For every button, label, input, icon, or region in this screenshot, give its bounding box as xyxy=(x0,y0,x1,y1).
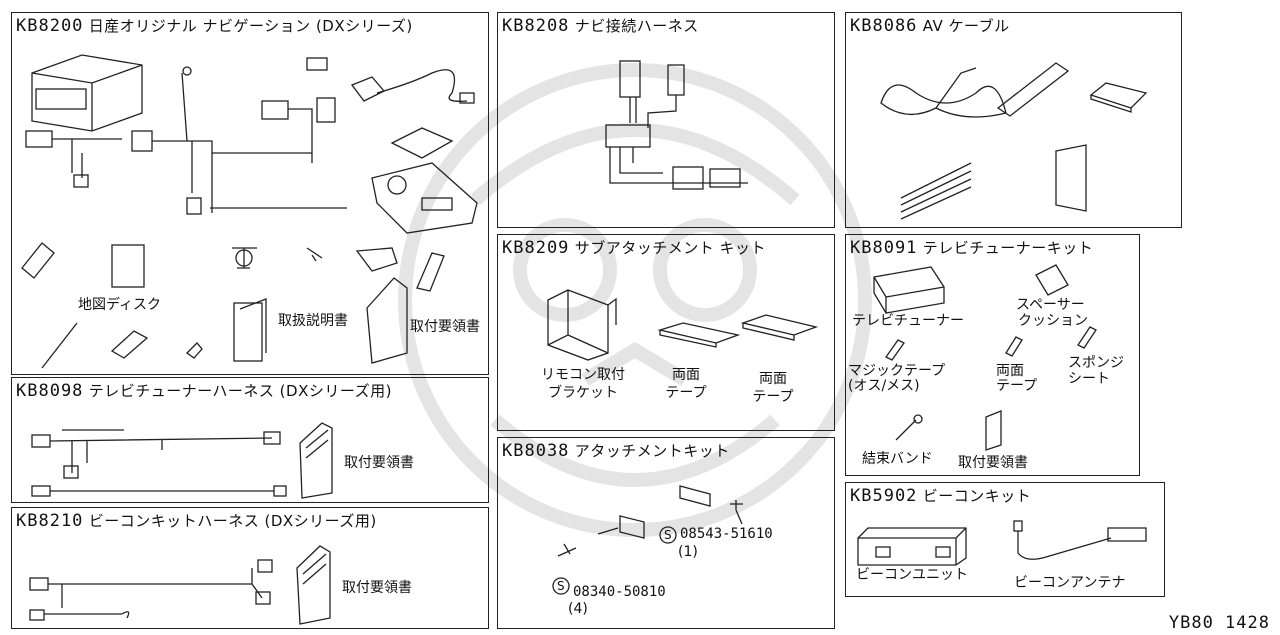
panel-title: KB8200 日産オリジナル ナビゲーション (DXシリーズ) xyxy=(16,15,413,36)
tv-tuner-label: テレビチューナー xyxy=(852,313,964,329)
cable-tie-label: 結束バンド xyxy=(862,451,933,467)
part-name: サブアタッチメント キット xyxy=(574,239,766,257)
spacer-label-2: クッション xyxy=(1018,313,1088,329)
panel-kb8091: KB8091 テレビチューナーキット テレビチューナー スペーサー クッション … xyxy=(845,234,1140,476)
kb8038-illustration xyxy=(552,485,743,595)
kb8098-illustration xyxy=(31,422,333,499)
qty-1: (1) xyxy=(678,544,698,560)
part-code: KB8200 xyxy=(16,16,84,36)
part-name: ビーコンキット xyxy=(922,487,1032,505)
panel-kb8038: KB8038 アタッチメントキット S 08543-51610 (1) S 08… xyxy=(497,437,835,629)
part-name: アタッチメントキット xyxy=(574,442,730,460)
part-code: KB8208 xyxy=(502,16,570,36)
part-code: KB8086 xyxy=(850,16,918,36)
part-name: テレビチューナーキット xyxy=(922,239,1094,257)
panel-title: KB8098 テレビチューナーハーネス (DXシリーズ用) xyxy=(16,380,392,401)
install-guide-label: 取付要領書 xyxy=(958,455,1028,471)
diagram-id: YB80 1428 xyxy=(1168,613,1270,633)
part-number-2: 08340-50810 xyxy=(573,584,666,600)
panel-title: KB8038 アタッチメントキット xyxy=(502,440,730,461)
sponge-label-1: スポンジ xyxy=(1068,355,1124,371)
part-code: KB8098 xyxy=(16,381,84,401)
qty-2: (4) xyxy=(568,601,588,617)
sponge-label-2: シート xyxy=(1068,371,1110,387)
install-guide-label: 取付要領書 xyxy=(342,580,412,596)
panel-kb8208: KB8208 ナビ接続ハーネス xyxy=(497,12,835,228)
install-guide-label: 取付要領書 xyxy=(344,455,414,471)
part-code: KB8209 xyxy=(502,238,570,258)
map-disc-label: 地図ディスク xyxy=(78,297,162,313)
magic-tape-label-2: (オス/メス) xyxy=(848,378,920,394)
panel-kb8209: KB8209 サブアタッチメント キット リモコン取付 ブラケット 両面 テープ… xyxy=(497,234,835,431)
kb8208-illustration xyxy=(605,60,748,190)
panel-title: KB8086 AV ケーブル xyxy=(850,15,1010,36)
tape-label-2: テープ xyxy=(996,378,1038,394)
magic-tape-label-1: マジックテープ xyxy=(848,363,946,379)
panel-title: KB5902 ビーコンキット xyxy=(850,485,1031,506)
tape-label-1a: 両面 xyxy=(672,367,700,383)
part-code: KB8210 xyxy=(16,511,84,531)
spacer-label-1: スペーサー xyxy=(1016,297,1085,313)
panel-kb8086: KB8086 AV ケーブル xyxy=(845,12,1182,228)
panel-kb8210: KB8210 ビーコンキットハーネス (DXシリーズ用) 取付要領書 xyxy=(11,507,489,629)
kb8210-illustration xyxy=(29,545,331,625)
tape-label-1b: テープ xyxy=(665,385,707,401)
beacon-antenna-label: ビーコンアンテナ xyxy=(1014,575,1126,591)
bracket-label-2: ブラケット xyxy=(548,385,618,401)
part-code: KB5902 xyxy=(850,486,918,506)
panel-title: KB8209 サブアタッチメント キット xyxy=(502,237,766,258)
panel-kb8098: KB8098 テレビチューナーハーネス (DXシリーズ用) 取付要領書 xyxy=(11,377,489,503)
tape-label-2b: テープ xyxy=(752,389,794,405)
panel-kb5902: KB5902 ビーコンキット ビーコンユニット ビーコンアンテナ xyxy=(845,482,1165,597)
part-name: AV ケーブル xyxy=(922,17,1010,35)
kb8200-illustration xyxy=(21,54,478,369)
part-number-1: 08543-51610 xyxy=(680,526,773,542)
part-name: ビーコンキットハーネス (DXシリーズ用) xyxy=(88,512,377,530)
s-mark: S xyxy=(664,528,672,542)
part-code: KB8091 xyxy=(850,238,918,258)
part-code: KB8038 xyxy=(502,441,570,461)
panel-kb8200: KB8200 日産オリジナル ナビゲーション (DXシリーズ) xyxy=(11,12,489,375)
tape-label-1: 両面 xyxy=(996,363,1024,379)
part-name: 日産オリジナル ナビゲーション (DXシリーズ) xyxy=(88,17,413,35)
part-name: テレビチューナーハーネス (DXシリーズ用) xyxy=(88,382,392,400)
tape-label-2a: 両面 xyxy=(759,371,787,387)
manual-label: 取扱説明書 xyxy=(278,313,348,329)
s-mark: S xyxy=(557,579,565,593)
beacon-unit-label: ビーコンユニット xyxy=(856,567,968,583)
kb8091-illustration xyxy=(873,264,1097,451)
kb8086-illustration xyxy=(880,62,1148,220)
part-name: ナビ接続ハーネス xyxy=(574,17,699,35)
install-guide-label: 取付要領書 xyxy=(410,319,480,335)
panel-title: KB8208 ナビ接続ハーネス xyxy=(502,15,699,36)
panel-title: KB8210 ビーコンキットハーネス (DXシリーズ用) xyxy=(16,510,377,531)
kb8209-illustration xyxy=(547,289,819,361)
kb5902-illustration xyxy=(857,520,1147,566)
bracket-label-1: リモコン取付 xyxy=(541,367,625,383)
panel-title: KB8091 テレビチューナーキット xyxy=(850,237,1093,258)
